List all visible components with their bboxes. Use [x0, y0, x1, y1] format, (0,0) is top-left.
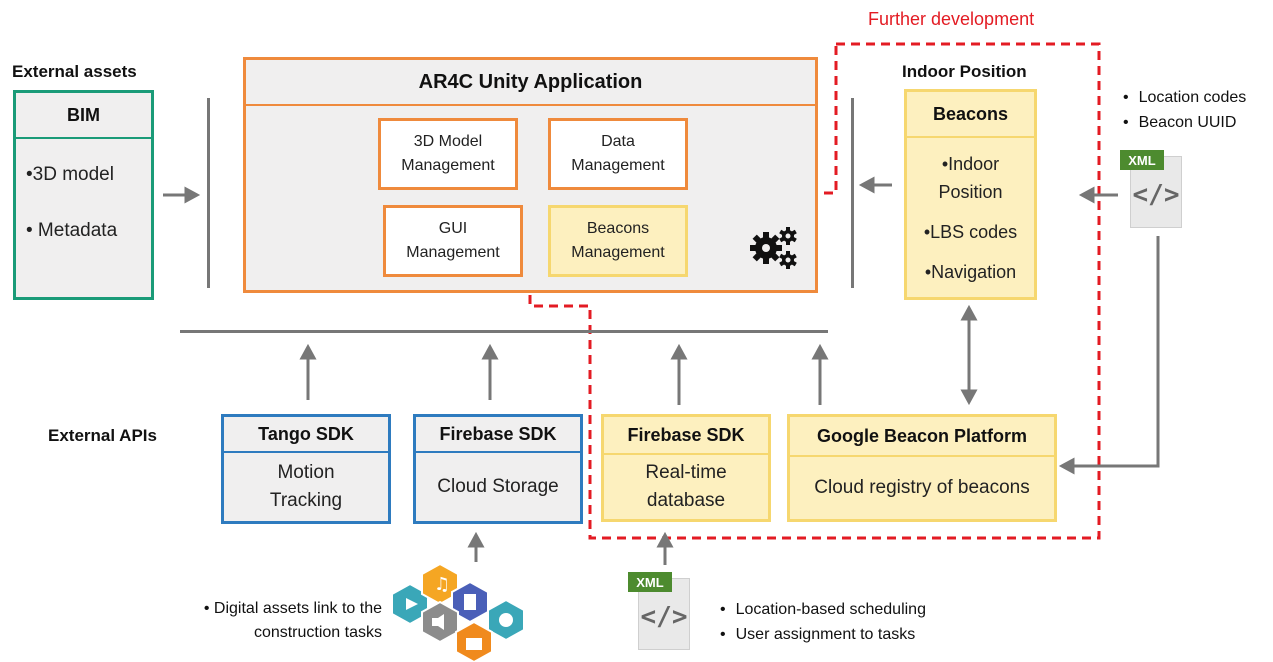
svg-text:♫: ♫ [434, 574, 450, 595]
indoor-item: •Indoor [941, 153, 1000, 174]
divider-horizontal [180, 330, 828, 333]
firebase-sdk-storage-box: Firebase SDK Cloud Storage [413, 414, 583, 524]
beacons-box: Beacons •Indoor Position •LBS codes •Nav… [904, 89, 1037, 300]
ar4c-app-title: AR4C Unity Application [246, 60, 815, 106]
gears-icon [750, 227, 797, 269]
google-beacon-title: Google Beacon Platform [790, 417, 1054, 457]
firebase-sdk-title: Firebase SDK [604, 417, 768, 455]
tango-sdk-title: Tango SDK [224, 417, 388, 453]
xml-right-notes: Location codes Beacon UUID [1123, 85, 1247, 135]
media-hexagons-icon: ♫ [391, 562, 525, 662]
divider-left [207, 98, 210, 288]
ar4c-app-box: AR4C Unity Application [243, 57, 818, 293]
beacons-title: Beacons [907, 92, 1034, 138]
further-development-label: Further development [868, 9, 1035, 29]
indoor-item: Position [938, 181, 1003, 202]
xml-file-icon: XML </> [628, 572, 690, 650]
bim-item: • Metadata [26, 220, 118, 241]
indoor-item: •LBS codes [923, 221, 1018, 242]
xml-file-icon: XML </> [1120, 150, 1182, 228]
google-beacon-platform-box: Google Beacon Platform Cloud registry of… [787, 414, 1057, 522]
bim-box: BIM •3D model • Metadata [13, 90, 154, 300]
divider-right [851, 98, 854, 288]
indoor-item: •Navigation [924, 261, 1017, 282]
xml-bottom-notes: Location-based scheduling User assignmen… [720, 597, 926, 647]
external-assets-label: External assets [12, 62, 137, 81]
external-apis-label: External APIs [48, 426, 157, 445]
firebase-sdk-title: Firebase SDK [416, 417, 580, 453]
bim-title: BIM [16, 93, 151, 139]
bim-item: •3D model [26, 164, 114, 185]
digital-assets-note: • Digital assets link to the constructio… [203, 600, 382, 641]
indoor-position-label: Indoor Position [902, 62, 1027, 81]
